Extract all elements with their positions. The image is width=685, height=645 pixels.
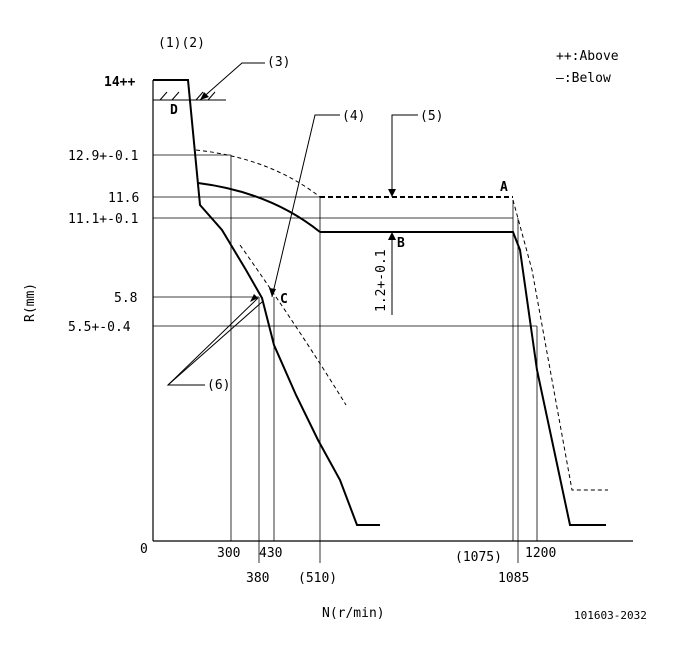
x-tick-300: 300: [217, 546, 240, 561]
y-tick-14: 14++: [104, 75, 135, 90]
x-tick-1085: 1085: [498, 571, 529, 586]
y-tick-11-6: 11.6: [108, 191, 139, 206]
callout-4: (4): [342, 109, 365, 124]
above-curve: [195, 149, 608, 491]
x-tick-510: (510): [298, 571, 337, 586]
x-axis-title: N(r/min): [322, 606, 385, 621]
y-axis-title: R(mm): [23, 283, 38, 322]
point-d: D: [170, 103, 178, 118]
stop-mark: [153, 91, 226, 101]
tolerance-dimension: 1.2+-0.1: [374, 249, 389, 312]
y-tick-11-1: 11.1+-0.1: [68, 212, 138, 227]
horizontal-reference-lines: [153, 154, 537, 327]
point-a: A: [500, 180, 508, 195]
label-1-2: (1)(2): [158, 36, 205, 51]
x-tick-1075: (1075): [455, 550, 502, 565]
arrowheads: [200, 92, 396, 302]
callout-3: (3): [267, 55, 290, 70]
point-b: B: [397, 236, 405, 251]
y-tick-5-8: 5.8: [114, 291, 137, 306]
origin-label: 0: [140, 542, 148, 557]
reference-code: 101603-2032: [574, 609, 647, 622]
y-tick-12-9: 12.9+-0.1: [68, 149, 138, 164]
x-tick-1200: 1200: [525, 546, 556, 561]
x-tick-380: 380: [246, 571, 269, 586]
point-c: C: [280, 292, 288, 307]
legend-below: —:Below: [556, 71, 611, 86]
callout-6: (6): [207, 378, 230, 393]
below-curve: [153, 79, 606, 526]
y-tick-5-5: 5.5+-0.4: [68, 320, 131, 335]
legend-above: ++:Above: [556, 49, 619, 64]
callout-leaders: [166, 62, 418, 386]
x-tick-430: 430: [259, 546, 282, 561]
vertical-reference-lines: [230, 155, 538, 563]
callout-5: (5): [420, 109, 443, 124]
